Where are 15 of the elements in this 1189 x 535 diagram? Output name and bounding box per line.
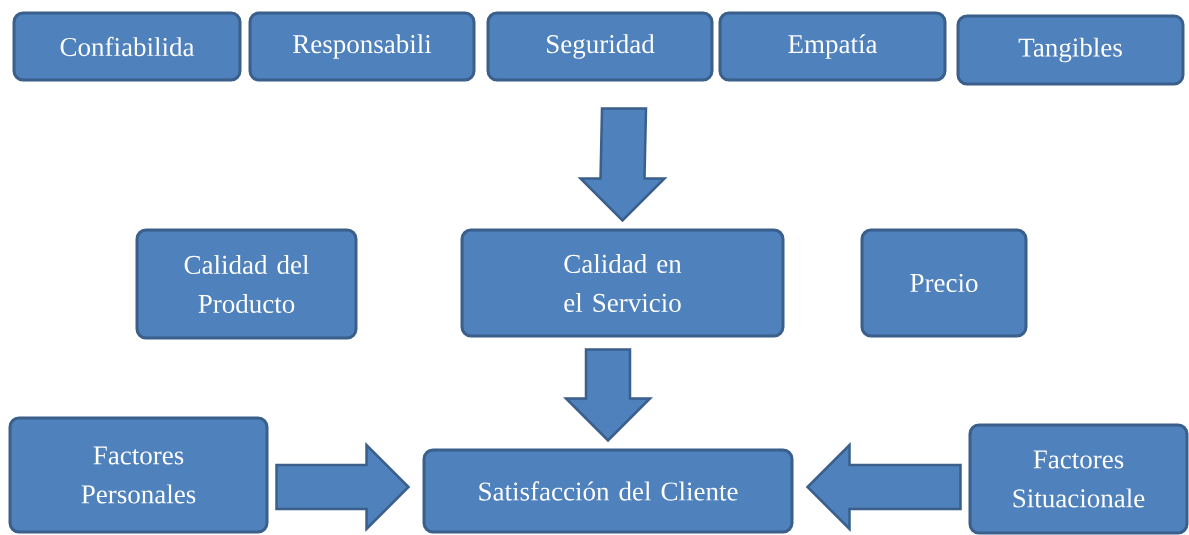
- process-box: Empatía: [718, 11, 947, 82]
- process-box: Calidad en el Servicio: [460, 228, 785, 338]
- process-box: Seguridad: [486, 11, 714, 82]
- block-arrow: [275, 441, 411, 532]
- process-box: Calidad del Producto: [135, 228, 358, 340]
- process-box: Precio: [860, 228, 1028, 338]
- block-arrow: [577, 107, 668, 223]
- process-box: Satisfacción del Cliente: [422, 448, 794, 534]
- process-box: Factores Personales: [8, 416, 269, 534]
- process-box: Confiabilida: [12, 11, 242, 82]
- process-box: Factores Situacionale: [968, 423, 1189, 535]
- block-arrow: [563, 348, 653, 443]
- process-box: Responsabili: [248, 11, 476, 82]
- process-box: Tangibles: [956, 14, 1185, 86]
- block-arrow: [805, 441, 962, 532]
